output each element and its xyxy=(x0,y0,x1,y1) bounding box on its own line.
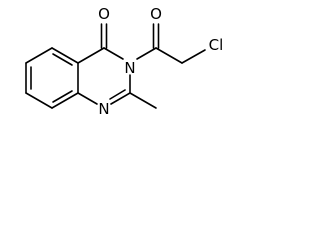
c4-carbonyl: O xyxy=(98,5,110,49)
bond-c4-n3 xyxy=(103,47,124,60)
bond-ch2-cl xyxy=(181,49,206,64)
atom-label-o-top: O xyxy=(98,5,110,23)
bond-n1-c8a xyxy=(77,92,98,105)
bond-c2-n1 xyxy=(110,92,131,105)
atom-label-o-acyl: O xyxy=(150,5,162,23)
atom-label-n3: N xyxy=(124,59,135,77)
bond-benzene-inner-2 xyxy=(52,90,73,103)
bond-benzene-3 xyxy=(25,92,53,109)
bond-c2-methyl xyxy=(129,92,157,109)
bond-c2-n1-double xyxy=(109,89,126,100)
structure-diagram: O N N O Cl xyxy=(25,5,224,118)
atom-label-cl: Cl xyxy=(209,36,224,54)
bond-benzene-4 xyxy=(51,92,79,109)
bond-benzene-1 xyxy=(25,47,53,64)
bond-benzene-inner-3 xyxy=(52,53,73,66)
chloroacetyl-group: O Cl xyxy=(136,5,224,64)
pyrimidinone-ring xyxy=(77,47,131,105)
bond-benzene-6 xyxy=(51,47,79,64)
bond-c4a-c4 xyxy=(77,47,105,64)
benzene-ring xyxy=(25,47,79,109)
bond-n3-acyl-c xyxy=(136,47,157,60)
atom-label-n1: N xyxy=(98,100,109,118)
bond-acyl-c-ch2 xyxy=(155,47,183,64)
